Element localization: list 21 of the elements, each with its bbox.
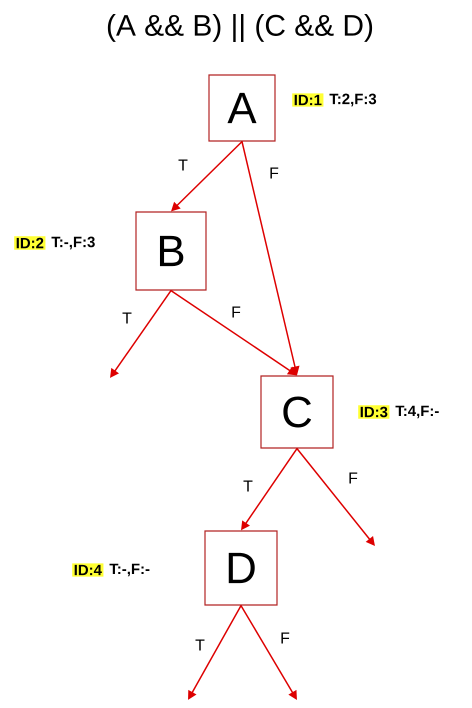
id-tag: ID:2 [14,236,46,250]
letter-box: B [135,211,207,291]
branch-info: T:2,F:3 [330,94,376,106]
title: (A && B) || (C && D) [108,14,372,42]
letter-box: A [208,74,276,142]
edge-label: F [268,166,280,180]
id-tag: ID:4 [72,563,104,577]
letter-box: D [204,530,278,606]
id-tag: ID:1 [292,93,324,107]
letter-box: C [260,375,334,449]
branch-info: T:-,F:3 [52,236,95,250]
edge-label: T [194,638,206,652]
edge-label: F [347,472,359,484]
branch-info: T:-,F:- [110,564,150,576]
edge-label: T [177,158,189,172]
id-tag: ID:3 [358,405,390,419]
edge-label: F [279,632,291,644]
edge-label: F [230,306,242,318]
branch-info: T:4,F:- [396,406,439,418]
edge-label: T [242,480,254,492]
edge-label: T [121,312,133,324]
